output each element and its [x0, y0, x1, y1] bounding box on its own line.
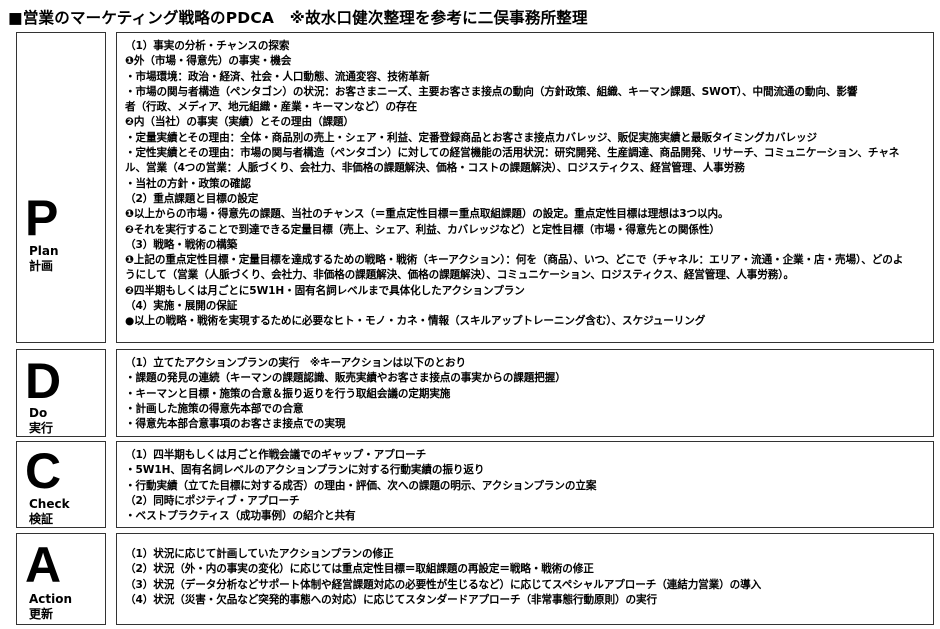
plan-line: （1）事実の分析・チャンスの探索 [125, 40, 290, 52]
do-line: ・課題の発見の連続（キーマンの課題認識、販売実績やお客さま接点の事実からの課題把… [125, 372, 566, 385]
plan-line: ・定量実績とその理由：全体・商品別の売上・シェア・利益、定番登録商品とお客さま接… [125, 131, 817, 144]
check-line: ・行動実績（立てた目標に対する成否）の理由・評価、次への課題の明示、アクションプ… [125, 479, 597, 492]
plan-content: （1）事実の分析・チャンスの探索 ❶外（市場・得意先）の事実・機会 ・市場環境：… [116, 32, 934, 343]
plan-line: ・市場の関与者構造（ペンタゴン）の状況：お客さまニーズ、主要お客さま接点の動向（… [125, 85, 858, 98]
check-letter: C [25, 443, 62, 499]
action-line: （1）状況に応じて計画していたアクションプランの修正 [125, 548, 394, 560]
do-label-box: D Do 実行 [16, 349, 106, 437]
do-line: （1）立てたアクションプランの実行 ※キーアクションは以下のとおり [125, 357, 466, 369]
pdca-row-action: A Action 更新 （1）状況に応じて計画していたアクションプランの修正 （… [16, 533, 934, 625]
plan-line: ・市場環境：政治・経済、社会・人口動態、流通変容、技術革新 [125, 70, 430, 83]
plan-line: ❷内（当社）の事実（実績）とその理由（課題） [125, 116, 354, 129]
do-line: ・計画した施策の得意先本部での合意 [125, 402, 304, 415]
plan-line: （2）重点課題と目標の設定 [125, 192, 259, 205]
pdca-row-do: D Do 実行 （1）立てたアクションプランの実行 ※キーアクションは以下のとお… [16, 349, 934, 437]
check-english-label: Check [29, 497, 70, 511]
plan-label-box: P Plan 計画 [16, 32, 106, 343]
plan-line: ・当社の方針・政策の確認 [125, 177, 251, 190]
action-line: （2）状況（外・内の事実の変化）に応じては重点定性目標＝取組課題の再設定＝戦略・… [125, 563, 594, 576]
check-japanese-label: 検証 [29, 512, 54, 526]
check-line: ・5W1H、固有名詞レベルのアクションプランに対する行動実績の振り返り [125, 464, 485, 477]
action-japanese-label: 更新 [29, 607, 54, 621]
check-content: （1）四半期もしくは月ごと作戦会議でのギャップ・アプローチ ・5W1H、固有名詞… [116, 441, 934, 528]
plan-line: うにして（営業（人脈づくり、会社力、非価格の課題解決、価格の課題解決）、コミュニ… [125, 269, 794, 282]
pdca-row-check: C Check 検証 （1）四半期もしくは月ごと作戦会議でのギャップ・アプローチ… [16, 441, 934, 528]
plan-line: （3）戦略・戦術の構築 [125, 238, 238, 251]
do-letter: D [25, 353, 62, 409]
page-title: ■営業のマーケティング戦略のPDCA ※故水口健次整理を参考に二俣事務所整理 [8, 9, 588, 27]
plan-line: ❷四半期もしくは月ごとに5W1H・固有名詞レベルまで具体化したアクションプラン [125, 284, 525, 297]
action-content: （1）状況に応じて計画していたアクションプランの修正 （2）状況（外・内の事実の… [116, 533, 934, 625]
do-line: ・得意先本部合意事項のお客さま接点での実現 [125, 418, 346, 431]
do-japanese-label: 実行 [29, 421, 54, 435]
check-line: （1）四半期もしくは月ごと作戦会議でのギャップ・アプローチ [125, 449, 427, 461]
plan-line: ❶外（市場・得意先）の事実・機会 [125, 55, 292, 68]
do-content: （1）立てたアクションプランの実行 ※キーアクションは以下のとおり ・課題の発見… [116, 349, 934, 437]
check-line: ・ベストプラクティス（成功事例）の紹介と共有 [125, 510, 356, 523]
plan-line: （4）実施・展開の保証 [125, 300, 238, 313]
plan-line: ❷それを実行することで到達できる定量目標（売上、シェア、利益、カバレッジなど）と… [125, 223, 720, 236]
plan-line: ル、営業（4つの営業：人脈づくり、会社力、非価格の課題解決、価格・コストの課題解… [125, 162, 745, 175]
plan-japanese-label: 計画 [29, 259, 54, 273]
do-english-label: Do [29, 406, 48, 420]
plan-line: ❶上記の重点定性目標・定量目標を達成するための戦略・戦術（キーアクション）：何を… [125, 254, 904, 267]
pdca-row-plan: P Plan 計画 （1）事実の分析・チャンスの探索 ❶外（市場・得意先）の事実… [16, 32, 934, 343]
action-line: （3）状況（データ分析などサポート体制や経営課題対応の必要性が生じるなど）に応じ… [125, 578, 762, 591]
plan-line: ❶以上からの市場・得意先の課題、当社のチャンス（＝重点定性目標＝重点取組課題）の… [125, 208, 729, 221]
plan-letter: P [25, 190, 59, 246]
check-line: （2）同時にポジティブ・アプローチ [125, 494, 300, 507]
plan-line: ●以上の戦略・戦術を実現するために必要なヒト・モノ・カネ・情報（スキルアップトレ… [125, 315, 706, 328]
action-letter: A [25, 537, 62, 593]
action-line: （4）状況（災害・欠品など突発的事態への対応）に応じてスタンダードアプローチ（非… [125, 593, 657, 606]
plan-english-label: Plan [29, 244, 59, 258]
action-english-label: Action [29, 592, 73, 606]
check-label-box: C Check 検証 [16, 441, 106, 528]
plan-line: ・定性実績とその理由：市場の関与者構造（ペンタゴン）に対しての経営機能の活用状況… [125, 147, 900, 160]
plan-line: 者（行政、メディア、地元組織・産業・キーマンなど）の存在 [125, 101, 418, 114]
action-label-box: A Action 更新 [16, 533, 106, 625]
do-line: ・キーマンと目標・施策の合意＆振り返りを行う取組会議の定期実施 [125, 387, 451, 400]
